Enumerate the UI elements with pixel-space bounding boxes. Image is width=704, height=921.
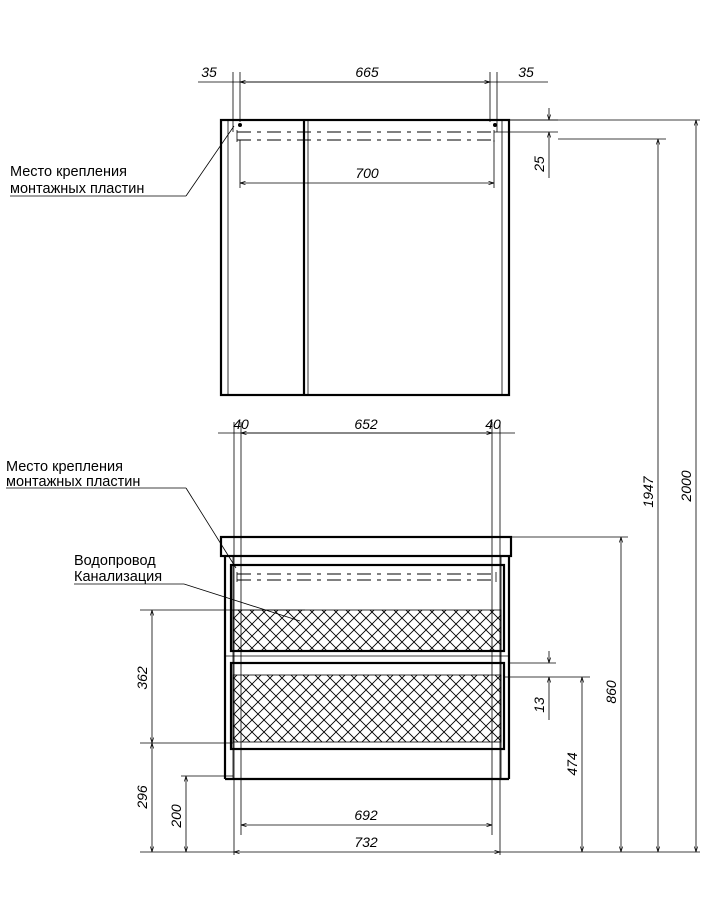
- vanity-dim-pipe-zone-bottom: 296: [134, 785, 150, 810]
- mirror-dim-top-offset: 25: [531, 156, 547, 173]
- vanity-cabinet: [219, 535, 513, 781]
- vanity-dim-inner-width: 692: [354, 807, 378, 823]
- vanity-top-dimensions: 40 652 40: [218, 416, 515, 855]
- mirror-cabinet: [219, 118, 511, 397]
- mirror-note-line2: монтажных пластин: [10, 181, 144, 197]
- mirror-dim-mount-spacing: 665: [355, 64, 379, 80]
- mirror-width-dimension: 700: [239, 140, 495, 188]
- vanity-mount-note-line2: монтажных пластин: [6, 474, 140, 490]
- vanity-dim-mount-spacing: 652: [354, 416, 378, 432]
- vanity-left-dimensions: 362 296 200: [134, 609, 305, 853]
- mirror-dim-right-offset: 35: [518, 64, 534, 80]
- mirror-top-dimensions: 35 665 35: [198, 64, 548, 132]
- vanity-dim-right-offset: 40: [485, 416, 501, 432]
- vanity-pipe-note-line1: Водопровод: [74, 553, 156, 569]
- vanity-dim-pipe-zone-height: 362: [134, 666, 150, 690]
- vanity-right-dimensions: 13 474 860: [500, 536, 700, 853]
- mirror-mount-note: Место крепления монтажных пластин: [10, 125, 235, 197]
- overall-dimensions: 1947 2000: [509, 119, 700, 852]
- vanity-mount-note-line1: Место крепления: [6, 459, 123, 475]
- vanity-dim-outer-width: 732: [354, 834, 378, 850]
- vanity-pipe-note: Водопровод Канализация: [74, 553, 301, 622]
- mirror-top-offset-dimension: 25: [494, 108, 558, 178]
- vanity-dim-drawer-height: 474: [564, 752, 580, 776]
- vanity-pipe-note-line2: Канализация: [74, 569, 162, 585]
- mirror-note-line1: Место крепления: [10, 164, 127, 180]
- overall-dim-mirror-top-height: 1947: [640, 475, 656, 507]
- mirror-dim-width: 700: [355, 165, 379, 181]
- vanity-bottom-dimensions: 692 732: [234, 807, 500, 852]
- vanity-dim-left-offset: 40: [233, 416, 249, 432]
- overall-dim-total-height: 2000: [678, 470, 694, 502]
- vanity-dim-drawer-gap: 13: [531, 697, 547, 713]
- vanity-dim-top-height: 860: [603, 680, 619, 704]
- vanity-mount-note: Место крепления монтажных пластин: [6, 459, 237, 569]
- vanity-dim-legroom: 200: [168, 804, 184, 829]
- mirror-dim-left-offset: 35: [201, 64, 217, 80]
